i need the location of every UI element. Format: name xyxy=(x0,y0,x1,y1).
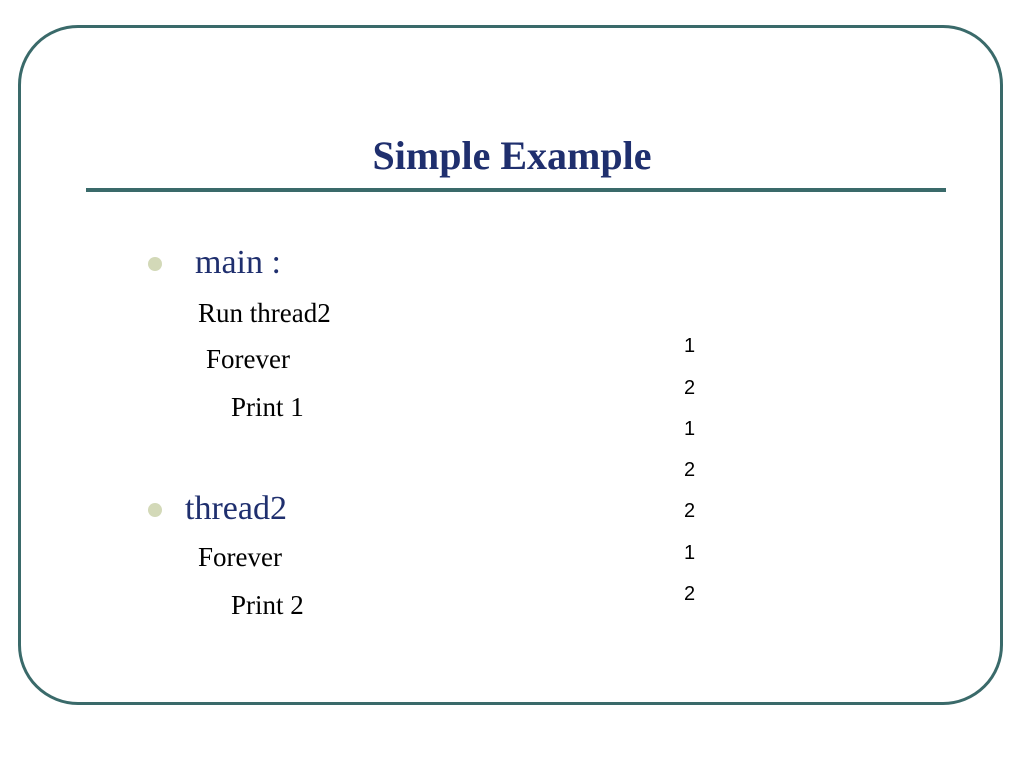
bullet-dot-thread2 xyxy=(148,503,162,517)
output-value: 2 xyxy=(684,377,696,399)
output-value: 1 xyxy=(684,418,696,440)
main-line-run-thread2: Run thread2 xyxy=(198,298,331,328)
bullet-dot-main xyxy=(148,257,162,271)
thread2-line-print-2: Print 2 xyxy=(231,590,304,620)
bullet-main-label: main : xyxy=(195,244,281,281)
main-line-forever: Forever xyxy=(206,344,290,374)
thread2-line-forever: Forever xyxy=(198,542,282,572)
output-value: 2 xyxy=(684,583,696,605)
output-value: 2 xyxy=(684,459,696,481)
output-value: 1 xyxy=(684,335,696,357)
title-divider xyxy=(86,188,946,192)
output-value: 2 xyxy=(684,500,696,522)
slide-frame xyxy=(18,25,1003,705)
slide-title: Simple Example xyxy=(372,133,652,178)
bullet-thread2-label: thread2 xyxy=(185,490,287,527)
main-line-print-1: Print 1 xyxy=(231,392,304,422)
output-value: 1 xyxy=(684,542,696,564)
